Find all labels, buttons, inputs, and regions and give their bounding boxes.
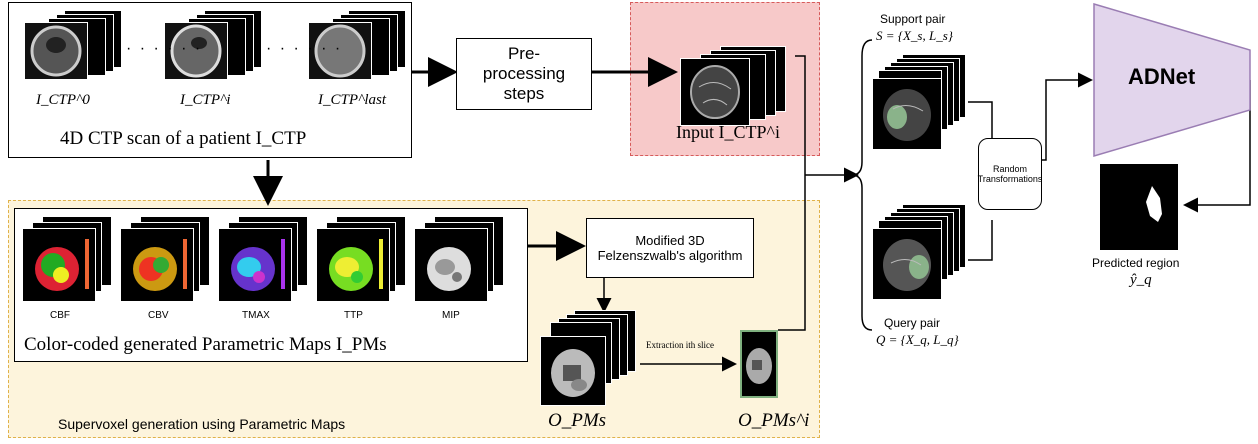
pm-stack-mip xyxy=(414,216,510,306)
transform-line2: Transformations xyxy=(977,174,1043,184)
query-pair-formula: Q = {X_q, L_q} xyxy=(876,332,959,347)
input-image-stack xyxy=(680,46,790,126)
algorithm-label-line1: Modified 3D xyxy=(635,233,705,248)
pm-stack-cbv xyxy=(120,216,216,306)
support-pair-title: Support pair xyxy=(880,12,946,26)
random-transformations-box: Random Transformations xyxy=(978,138,1042,210)
pm-label-ttp: TTP xyxy=(344,310,363,321)
pm-label-tmax: TMAX xyxy=(242,310,270,321)
ctp-frame-label-0: I_CTP^0 xyxy=(36,92,90,108)
o-pms-stack xyxy=(540,310,640,410)
pm-stack-cbf xyxy=(22,216,118,306)
query-pair-stack xyxy=(872,204,972,304)
ctp-frame-label-i: I_CTP^i xyxy=(180,92,231,108)
transform-line1: Random xyxy=(992,164,1028,174)
pm-caption: Color-coded generated Parametric Maps I_… xyxy=(24,334,387,355)
o-pms-label: O_PMs xyxy=(548,410,607,431)
adnet-block xyxy=(1093,2,1251,158)
supervoxel-region-title: Supervoxel generation using Parametric M… xyxy=(58,416,346,432)
input-caption: Input I_CTP^i xyxy=(676,122,780,142)
pm-label-cbf: CBF xyxy=(50,310,70,321)
ctp-frame-stack-i xyxy=(164,10,264,80)
ctp-dots-left: · · · · · · xyxy=(126,40,203,57)
predicted-region-symbol: ŷ_q xyxy=(1130,272,1152,288)
adnet-label: ADNet xyxy=(1128,64,1196,89)
extraction-label: Extraction ith slice xyxy=(646,340,714,350)
ctp-frame-stack-last xyxy=(308,10,408,80)
query-pair-title: Query pair xyxy=(884,316,941,330)
pm-stack-ttp xyxy=(316,216,412,306)
ctp-dots-right: · · · · · · xyxy=(266,40,343,57)
pm-label-cbv: CBV xyxy=(148,310,169,321)
preprocessing-label: Pre-processing steps xyxy=(482,44,566,103)
o-pms-i-label: O_PMs^i xyxy=(738,410,810,431)
algorithm-box: Modified 3D Felzenszwalb's algorithm xyxy=(586,218,754,278)
ctp-frame-stack-0 xyxy=(24,10,124,80)
preprocessing-box: Pre-processing steps xyxy=(456,38,592,110)
o-pms-slice xyxy=(740,330,778,398)
support-pair-stack xyxy=(872,54,972,154)
predicted-region-title: Predicted region xyxy=(1092,256,1180,270)
predicted-region-image xyxy=(1100,164,1178,250)
algorithm-label-line2: Felzenszwalb's algorithm xyxy=(597,248,743,263)
support-pair-formula: S = {X_s, L_s} xyxy=(876,28,953,43)
ctp-frame-label-last: I_CTP^last xyxy=(318,92,387,108)
pm-label-mip: MIP xyxy=(442,310,460,321)
ctp-scan-caption: 4D CTP scan of a patient I_CTP xyxy=(60,128,307,149)
pm-stack-tmax xyxy=(218,216,314,306)
